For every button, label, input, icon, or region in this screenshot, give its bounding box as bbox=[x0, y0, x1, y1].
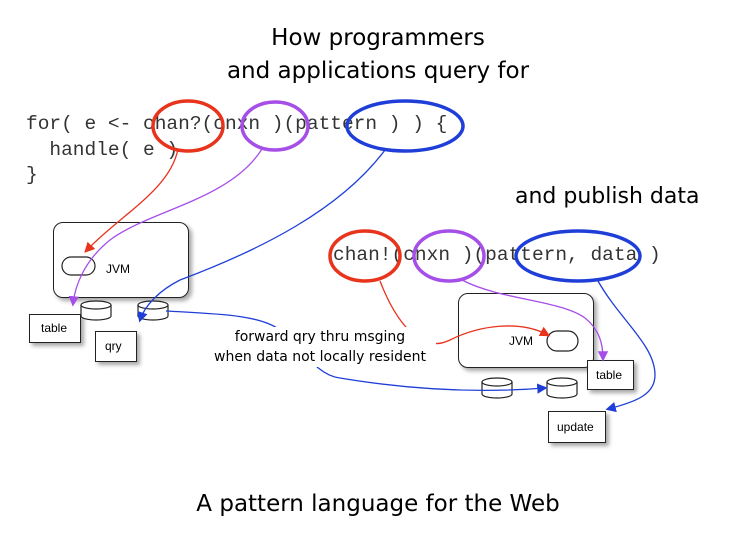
right-storage-cylinder-1 bbox=[481, 377, 513, 399]
query-chan-arrow bbox=[84, 148, 179, 253]
for-keyword: for( e <- bbox=[26, 113, 144, 135]
publish-chan-token: chan! bbox=[333, 244, 392, 266]
publish-chan-arrow bbox=[379, 280, 551, 345]
title-line-1: How programmers bbox=[271, 25, 485, 51]
query-cnxn-token: cnxn bbox=[213, 113, 261, 135]
publish-chan-highlight bbox=[328, 229, 402, 283]
publish-heading: and publish data bbox=[515, 184, 700, 209]
right-jvm-process-pill bbox=[546, 330, 579, 352]
query-pattern-highlight bbox=[345, 99, 465, 153]
left-jvm-label: JVM bbox=[106, 262, 130, 276]
forward-query-path bbox=[165, 310, 548, 394]
right-storage-cylinder-2 bbox=[546, 377, 578, 399]
query-chan-highlight bbox=[151, 99, 225, 153]
right-jvm-label: JVM bbox=[509, 334, 533, 348]
query-cnxn-arrow bbox=[68, 148, 263, 307]
left-qry-label: qry bbox=[105, 339, 122, 353]
query-code-suffix: ) ) { bbox=[377, 113, 448, 135]
left-jvm-process-pill bbox=[61, 256, 96, 276]
close-open-paren: )( bbox=[450, 244, 486, 266]
caption-line-1: forward qry thru msging bbox=[234, 329, 406, 345]
open-paren: ( bbox=[391, 244, 404, 266]
query-code-line-1: for( e <- chan?(cnxn )(pattern ) ) { bbox=[26, 111, 447, 138]
query-pattern-arrow bbox=[137, 149, 386, 323]
forward-query-caption: forward qry thru msging when data not lo… bbox=[204, 327, 436, 367]
left-storage-cylinder-2 bbox=[137, 300, 169, 321]
open-paren: ( bbox=[201, 113, 214, 135]
left-table-label: table bbox=[41, 321, 68, 335]
publish-cnxn-highlight bbox=[412, 229, 486, 283]
right-update-label: update bbox=[557, 420, 594, 434]
caption-line-2: when data not locally resident bbox=[214, 349, 426, 365]
query-chan-token: chan? bbox=[143, 113, 202, 135]
right-update-box bbox=[548, 411, 606, 443]
right-table-label: table bbox=[596, 368, 623, 382]
publish-cnxn-arrow bbox=[461, 279, 609, 362]
right-jvm-box bbox=[458, 293, 594, 368]
query-cnxn-highlight bbox=[240, 100, 310, 152]
query-pattern-token: pattern bbox=[295, 113, 378, 135]
title-line-2: and applications query for bbox=[226, 58, 530, 84]
publish-code-suffix: data ) bbox=[578, 244, 661, 266]
left-table-box bbox=[29, 314, 81, 343]
footer-title: A pattern language for the Web bbox=[196, 491, 560, 517]
publish-pattern-highlight bbox=[514, 229, 642, 283]
left-qry-box bbox=[95, 331, 137, 362]
publish-pattern-token: pattern, bbox=[485, 244, 579, 266]
left-storage-cylinder-1 bbox=[80, 300, 112, 321]
close-open-paren: )( bbox=[260, 113, 296, 135]
publish-pattern-arrow bbox=[597, 280, 656, 413]
query-code-line-3: } bbox=[26, 164, 38, 186]
right-table-box bbox=[587, 360, 634, 390]
